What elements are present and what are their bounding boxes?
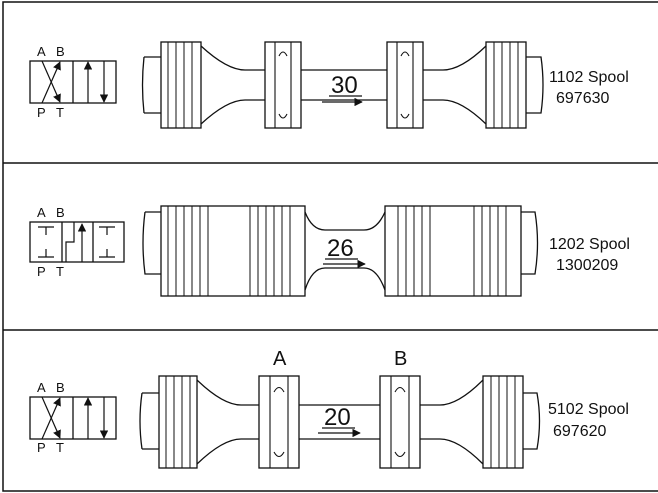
- spool-drawing: [141, 41, 544, 129]
- valve-symbol-blocked: A B P T: [29, 205, 125, 279]
- port-p-label: P: [37, 264, 46, 279]
- port-b-label: B: [56, 44, 65, 59]
- port-p-label: P: [37, 105, 46, 120]
- spool-title: 1202 Spool: [549, 236, 630, 253]
- port-t-label: T: [56, 264, 64, 279]
- row-1102: A B P T: [29, 41, 629, 129]
- port-b-marker: B: [394, 348, 407, 370]
- spool-drawing: [142, 205, 539, 297]
- spool-part-number: 697620: [553, 423, 606, 440]
- spool-number: 30: [331, 72, 358, 99]
- spool-number: 26: [327, 235, 354, 262]
- valve-symbol-cross: A B P T: [29, 44, 117, 120]
- spool-part-number: 697630: [556, 90, 609, 107]
- row-1202: A B P T: [29, 205, 630, 297]
- port-p-label: P: [37, 440, 46, 455]
- port-b-label: B: [56, 380, 65, 395]
- valve-symbol-cross: A B P T: [29, 380, 117, 455]
- spool-title: 1102 Spool: [549, 69, 629, 86]
- port-t-label: T: [56, 440, 64, 455]
- spool-part-number: 1300209: [556, 257, 618, 274]
- port-t-label: T: [56, 105, 64, 120]
- port-b-label: B: [56, 205, 65, 220]
- port-a-label: A: [37, 44, 46, 59]
- port-a-marker: A: [273, 348, 287, 370]
- spool-drawing: [139, 375, 541, 469]
- spool-number: 20: [324, 404, 351, 431]
- spool-title: 5102 Spool: [548, 401, 629, 418]
- row-5102: A B P T: [29, 348, 629, 469]
- port-a-label: A: [37, 380, 46, 395]
- port-a-label: A: [37, 205, 46, 220]
